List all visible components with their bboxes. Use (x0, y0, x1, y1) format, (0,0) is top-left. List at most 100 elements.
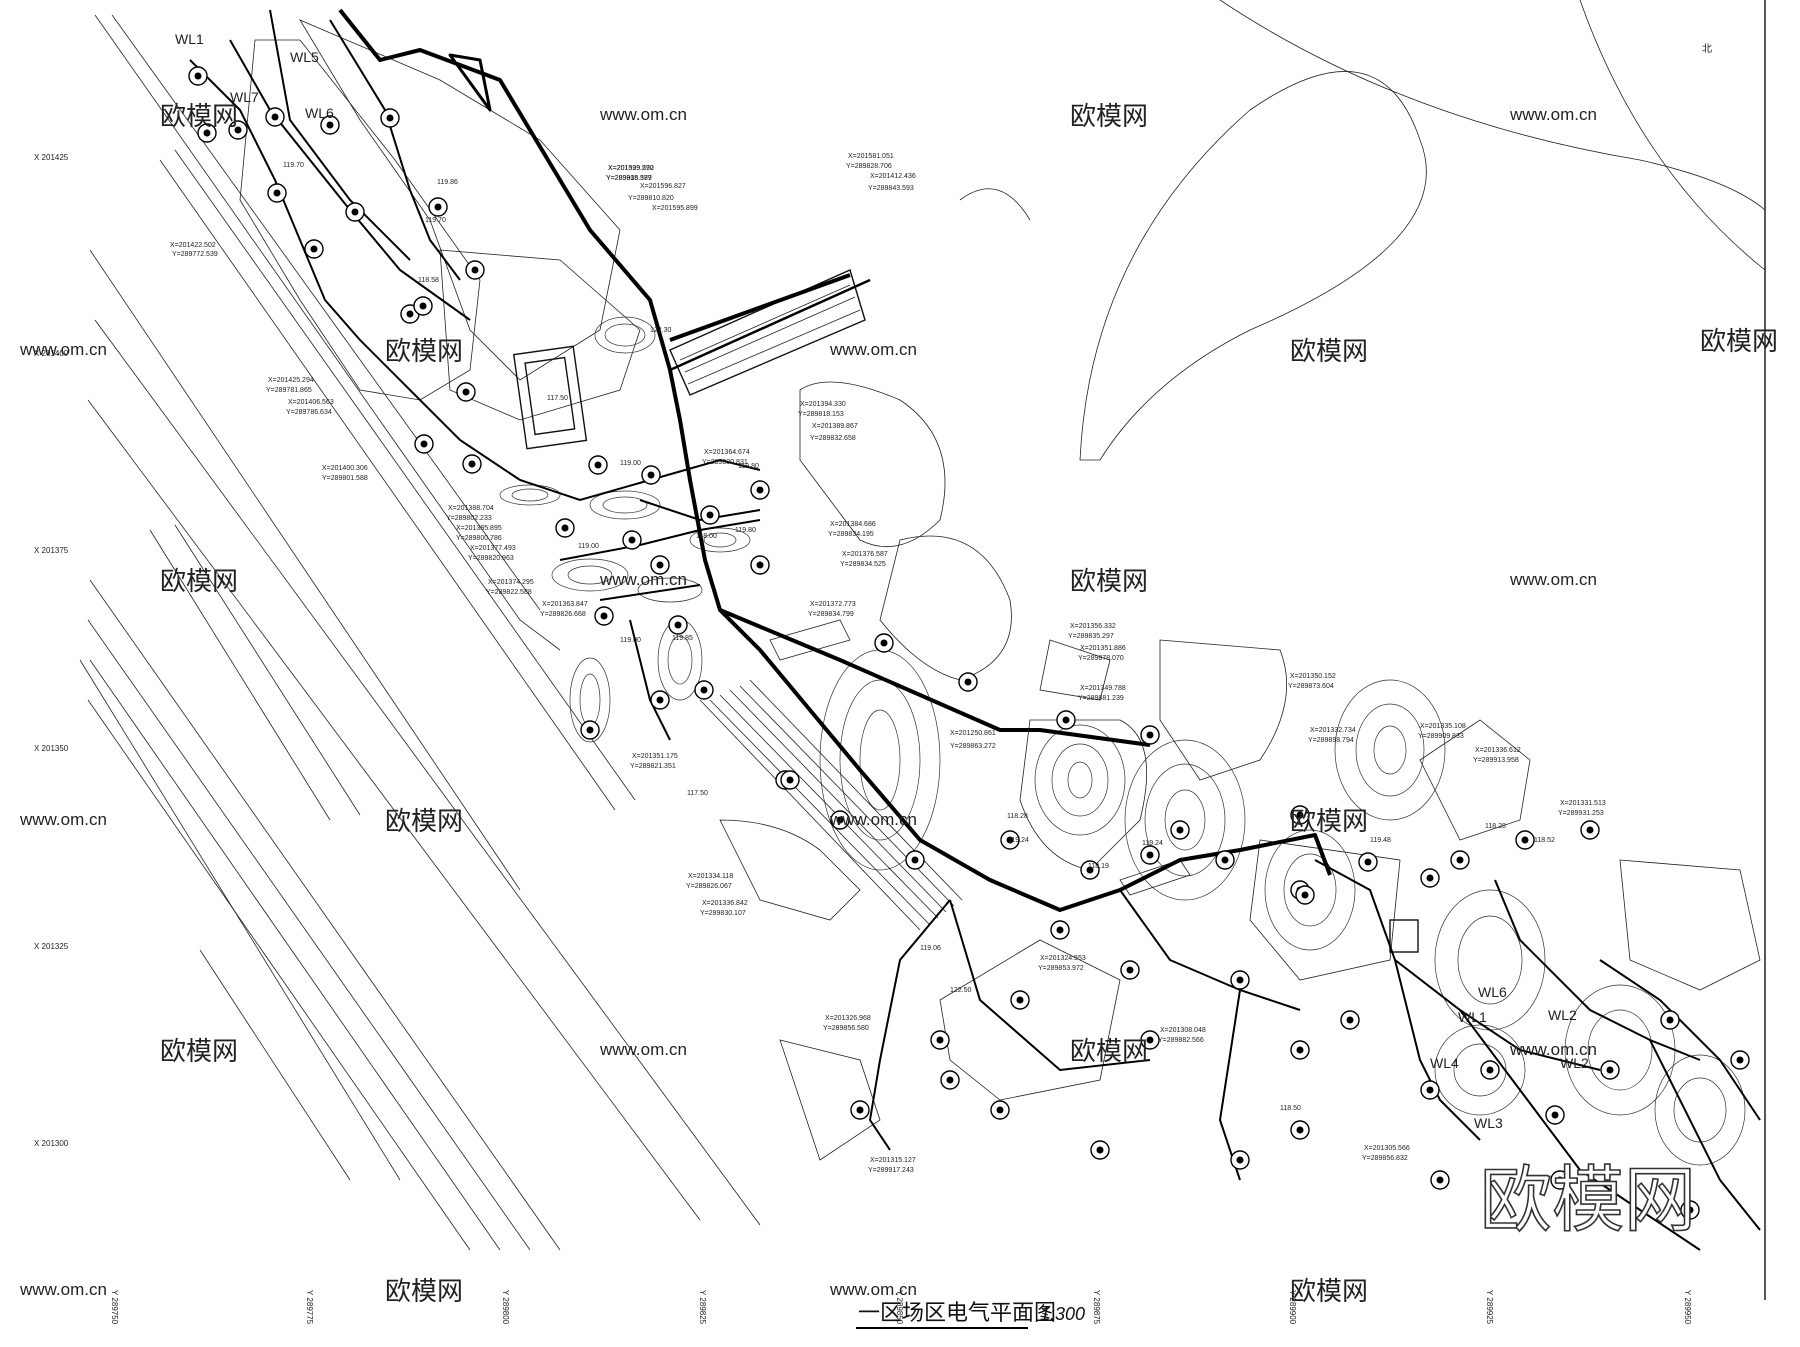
watermark-url: www.om.cn (19, 810, 107, 829)
coordinate-label: Y=289834.525 (840, 561, 886, 568)
watermark-url: www.om.cn (599, 570, 687, 589)
road-curves (959, 0, 1766, 461)
light-fixture-icon (750, 480, 770, 500)
coordinate-label: Y=289801.588 (322, 475, 368, 482)
elevation-label: 118.19 (1088, 863, 1109, 870)
light-fixture-icon (267, 183, 287, 203)
watermark-url: www.om.cn (1509, 105, 1597, 124)
elevation-label: 122.50 (950, 987, 972, 994)
coordinate-label: Y=289800.786 (456, 535, 502, 542)
svg-text:Y 289850: Y 289850 (895, 1290, 904, 1325)
circuit-label: WL4 (1430, 1055, 1459, 1071)
light-fixture-icon (414, 434, 434, 454)
svg-text:Y 289900: Y 289900 (1288, 1290, 1297, 1325)
coordinate-label: X=201422.502 (170, 242, 216, 249)
light-fixture-icon (830, 810, 850, 830)
svg-text:X 201350: X 201350 (34, 744, 69, 753)
coordinate-label: X=201596.827 (640, 183, 686, 190)
light-fixture-icon (1140, 725, 1160, 745)
circuit-label: WL6 (305, 105, 334, 121)
light-fixture-icon (1000, 830, 1020, 850)
coordinate-label: X=201389.867 (812, 423, 858, 430)
coordinate-label: Y=289821.351 (630, 763, 676, 770)
light-fixture-icon (197, 123, 217, 143)
coordinate-label: X=201315.127 (870, 1157, 916, 1164)
coordinate-label: Y=289909.833 (1418, 733, 1464, 740)
buildings (448, 53, 1419, 953)
light-fixture-icon (1120, 960, 1140, 980)
coordinate-label: Y=289826.067 (686, 883, 732, 890)
coordinate-label: X=201388.704 (448, 505, 494, 512)
coordinate-label: X=201326.968 (825, 1015, 871, 1022)
elevation-label: 119.80 (735, 527, 756, 534)
coordinate-label: Y=289856.832 (1362, 1155, 1408, 1162)
coordinate-label: X=201250.861 (950, 730, 996, 737)
coordinate-label: X=201336.842 (702, 900, 748, 907)
light-fixture-icon (1215, 850, 1235, 870)
light-fixture-icon (905, 850, 925, 870)
watermark-brand: 欧模网 (160, 566, 238, 596)
light-fixture-icon (304, 239, 324, 259)
circuit-label: WL3 (1474, 1115, 1503, 1131)
elevation-label: 119.00 (620, 460, 641, 467)
coordinate-label: Y=289772.539 (172, 251, 218, 258)
grid-x-labels: X 201425 X 201400 X 201375 X 201350 X 20… (34, 153, 69, 1148)
watermark-url: www.om.cn (829, 810, 917, 829)
svg-text:X 201375: X 201375 (34, 546, 69, 555)
coordinate-label: X=201351.886 (1080, 645, 1126, 652)
svg-text:Y 289775: Y 289775 (305, 1290, 314, 1325)
terrain-contours (499, 316, 1746, 1166)
light-fixture-icon (320, 115, 340, 135)
light-fixture-icon (462, 454, 482, 474)
svg-text:X 201325: X 201325 (34, 942, 69, 951)
circuit-label: WL2 (1548, 1007, 1577, 1023)
coordinate-label: Y=289826.668 (540, 611, 586, 618)
coordinate-label: Y=289828.706 (846, 163, 892, 170)
road-lines (79, 14, 761, 1251)
light-fixtures (188, 66, 1750, 1220)
drawing-scale: 1:300 (1040, 1304, 1085, 1324)
coordinate-label: X=201599.272 (608, 165, 654, 172)
light-fixture-icon (930, 1030, 950, 1050)
coordinate-label: X=201305.566 (1364, 1145, 1410, 1152)
elevation-label: 119.24 (1142, 840, 1163, 847)
light-fixture-icon (1680, 1200, 1700, 1220)
coordinate-label: Y=289822.588 (486, 589, 532, 596)
stairs (699, 619, 1191, 931)
light-fixture-icon (1580, 820, 1600, 840)
coordinate-label: X=201406.563 (288, 399, 334, 406)
watermarks: 欧模网欧模网欧模网欧模网欧模网欧模网欧模网欧模网欧模网欧模网欧模网欧模网欧模网w… (19, 101, 1778, 1306)
coordinate-label: X=201374.295 (488, 579, 534, 586)
coordinate-label: X=201329.590 (608, 165, 654, 172)
coordinate-label: Y=289802.233 (446, 515, 492, 522)
watermark-url: www.om.cn (829, 1280, 917, 1299)
light-fixture-icon (413, 296, 433, 316)
coordinate-label: Y=289915.577 (606, 175, 652, 182)
light-fixture-icon (345, 202, 365, 222)
light-fixture-icon (188, 66, 208, 86)
light-fixture-icon (555, 518, 575, 538)
light-fixture-icon (668, 615, 688, 635)
light-fixture-icon (1545, 1105, 1565, 1125)
coordinate-label: X=201332.734 (1310, 727, 1356, 734)
coordinate-label: X=201350.152 (1290, 673, 1336, 680)
elevation-label: 118.28 (1007, 813, 1028, 820)
light-fixture-icon (1290, 1120, 1310, 1140)
north-mark: 北 (1702, 43, 1712, 55)
coordinate-label: Y=289834.799 (808, 611, 854, 618)
light-fixture-icon (1340, 1010, 1360, 1030)
coordinate-label: Y=289830.831 (702, 459, 748, 466)
circuit-label: WL1 (175, 31, 204, 47)
coordinate-label: Y=289878.070 (1078, 655, 1124, 662)
drawing-title-block: 一区场区电气平面图 1:300 (856, 1300, 1085, 1329)
light-fixture-icon (1515, 830, 1535, 850)
coordinate-label: X=201363.847 (542, 601, 588, 608)
svg-text:Y 289825: Y 289825 (698, 1290, 707, 1325)
light-fixture-icon (1290, 805, 1310, 825)
svg-text:Y 289800: Y 289800 (501, 1290, 510, 1325)
watermark-url: www.om.cn (19, 340, 107, 359)
elevation-label: 118.00 (696, 533, 717, 540)
coordinate-label: X=201356.332 (1070, 623, 1116, 630)
circuit-labels: WL5 WL6 WL7 WL1 WL6 WL4 WL2 WL3 WL1 WL2 (175, 31, 1589, 1131)
